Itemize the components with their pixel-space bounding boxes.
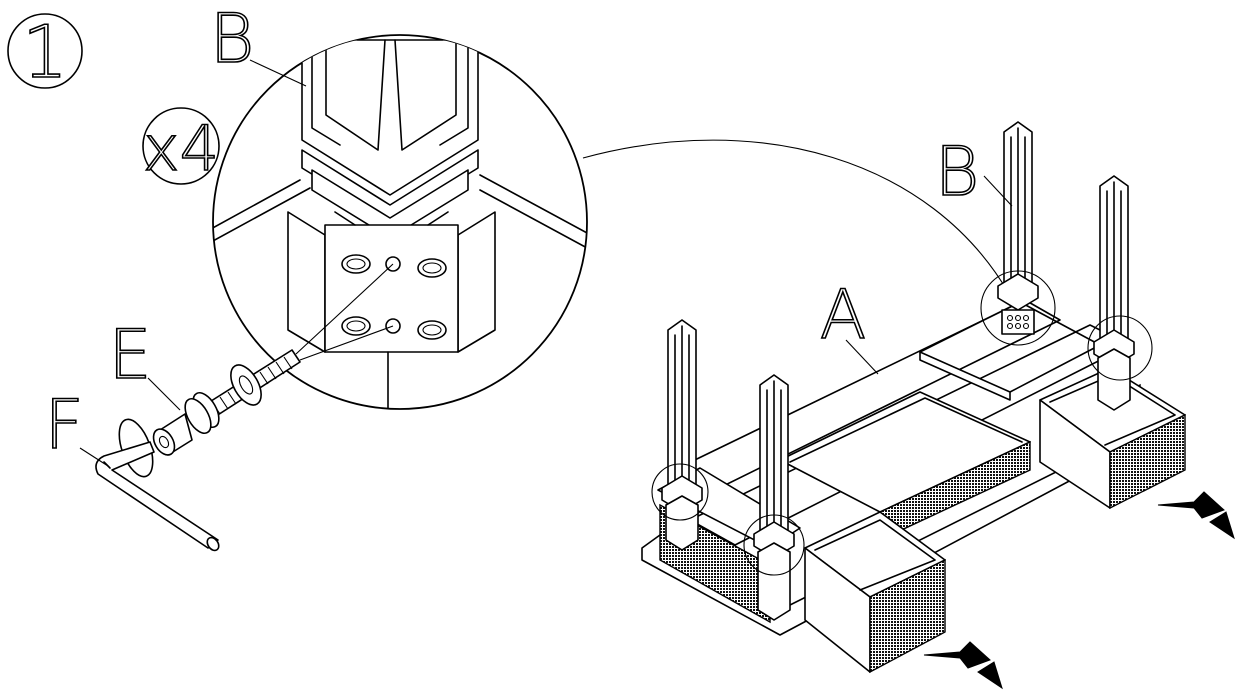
leg-rear-right: [1093, 175, 1135, 411]
label-b-main: B: [935, 133, 980, 212]
quantity-badge: x4: [142, 107, 220, 186]
label-a: A: [820, 276, 867, 355]
drawer-left: [804, 511, 946, 674]
detail-magnifier: [212, 34, 1009, 410]
drawer-arrow-icon-right: [1157, 491, 1235, 540]
leg-front-mid: [753, 374, 795, 621]
step-number-text: 1: [22, 10, 68, 94]
hex-key-icon: [95, 441, 220, 552]
step-number-badge: 1: [7, 9, 83, 95]
drawer-arrow-icon: [923, 641, 1003, 690]
joint-markers: [651, 270, 1153, 576]
leg-front-left: [661, 319, 703, 551]
label-b-detail: B: [210, 0, 255, 79]
label-f: F: [44, 386, 83, 465]
bolt-icon: [118, 349, 301, 478]
leg-rear-left: [997, 121, 1039, 311]
label-e: E: [109, 316, 152, 395]
quantity-text: x4: [143, 112, 219, 185]
